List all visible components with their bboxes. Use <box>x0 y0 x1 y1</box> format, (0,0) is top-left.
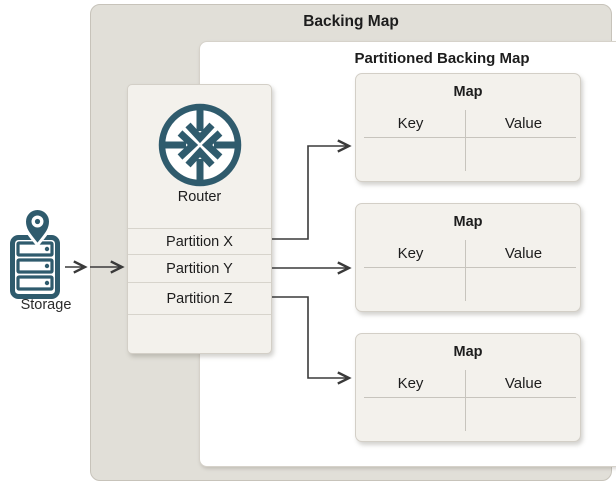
router-header: Router <box>128 85 271 228</box>
map-header-rule <box>364 137 576 138</box>
map-column-divider <box>465 370 466 431</box>
storage-icon <box>10 207 60 299</box>
map-value-header: Value <box>504 115 543 132</box>
map-title: Map <box>453 344 483 360</box>
partition-empty-row <box>128 314 271 353</box>
map-headers: Key Value <box>356 115 582 132</box>
router-icon <box>158 103 242 187</box>
map-key-header: Key <box>397 115 424 132</box>
map-title: Map <box>453 84 483 100</box>
map-node-1: Map Key Value <box>355 73 581 182</box>
map-headers: Key Value <box>356 375 582 392</box>
partitioned-backing-map-title: Partitioned Backing Map <box>354 50 530 67</box>
map-title: Map <box>453 214 483 230</box>
map-node-2: Map Key Value <box>355 203 581 312</box>
storage-node: Storage <box>8 205 84 313</box>
partition-y-row: Partition Y <box>128 254 271 282</box>
map-header-rule <box>364 267 576 268</box>
backing-map-title: Backing Map <box>303 13 399 30</box>
partition-z-row: Partition Z <box>128 282 271 314</box>
router-node: Router Partition X Partition Y Partition… <box>127 84 272 354</box>
partition-x-row: Partition X <box>128 228 271 254</box>
router-label: Router <box>177 189 222 205</box>
map-column-divider <box>465 240 466 301</box>
map-headers: Key Value <box>356 245 582 262</box>
storage-label: Storage <box>20 297 72 313</box>
map-key-header: Key <box>397 375 424 392</box>
map-value-header: Value <box>504 245 543 262</box>
map-node-3: Map Key Value <box>355 333 581 442</box>
map-column-divider <box>465 110 466 171</box>
map-key-header: Key <box>397 245 424 262</box>
map-value-header: Value <box>504 375 543 392</box>
map-header-rule <box>364 397 576 398</box>
